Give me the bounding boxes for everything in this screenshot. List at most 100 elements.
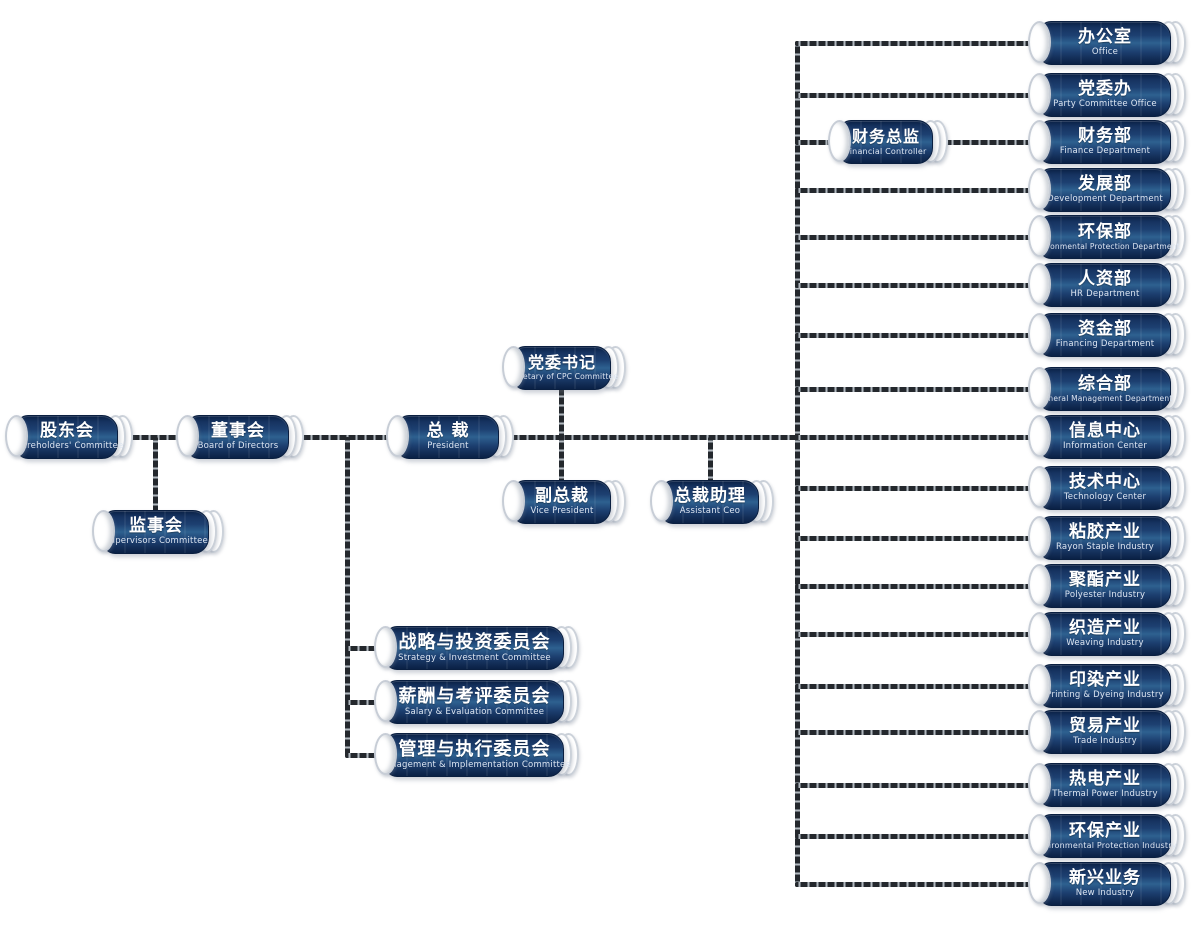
- pipe-cap-icon: [650, 480, 673, 522]
- connector-branch-information: [795, 435, 1032, 440]
- node-financial-controller: 财务总监 Financial Controller: [828, 120, 948, 164]
- node-label-zh: 薪酬与考评委员会: [398, 685, 551, 707]
- connector-branch-trade: [795, 730, 1032, 735]
- node-label-en: Party Committee Office: [1053, 98, 1157, 109]
- node-label-en: President: [427, 440, 469, 451]
- node-label-en: Board of Directors: [197, 440, 279, 451]
- node-label-en: Supervisors Committee: [104, 535, 208, 546]
- node-body: 管理与执行委员会 Management & Implementation Com…: [378, 733, 571, 777]
- node-thermal-power-industry: 热电产业 Thermal Power Industry: [1028, 763, 1186, 807]
- node-label-zh: 粘胶产业: [1069, 522, 1141, 543]
- node-label-zh: 热电产业: [1069, 769, 1141, 790]
- pipe-cap-icon: [1028, 710, 1051, 752]
- node-finance-department: 财务部 Finance Department: [1028, 120, 1186, 164]
- node-label-en: Weaving Industry: [1066, 637, 1144, 648]
- node-label-en: Salary & Evaluation Committee: [404, 706, 545, 717]
- node-label-en: Information Center: [1062, 440, 1148, 451]
- node-label-zh: 技术中心: [1069, 472, 1141, 493]
- node-body: 印染产业 Printing & Dyeing Industry: [1039, 664, 1171, 708]
- node-label-zh: 发展部: [1078, 174, 1132, 195]
- node-label-en: Printing & Dyeing Industry: [1046, 689, 1164, 700]
- node-cpc-secretary: 党委书记 Secretary of CPC Committee: [502, 346, 626, 390]
- connector-supervisors-drop: [153, 437, 158, 515]
- node-body: 副总裁 Vice President: [513, 480, 611, 524]
- node-body: 战略与投资委员会 Strategy & Investment Committee: [385, 626, 564, 670]
- connector-stub-strategy-committee: [345, 646, 387, 651]
- pipe-cap-icon: [502, 480, 525, 522]
- node-office: 办公室 Office: [1028, 21, 1186, 65]
- node-body: 技术中心 Technology Center: [1039, 466, 1171, 510]
- node-label-en: Technology Center: [1063, 491, 1147, 502]
- pipe-cap-icon: [1028, 664, 1051, 706]
- node-information-center: 信息中心 Information Center: [1028, 415, 1186, 459]
- node-body: 新兴业务 New Industry: [1039, 862, 1171, 906]
- node-shareholders-committee: 股东会 Shareholders' Committee: [5, 415, 133, 459]
- node-body: 人资部 HR Department: [1039, 263, 1171, 307]
- node-technology-center: 技术中心 Technology Center: [1028, 466, 1186, 510]
- pipe-cap-icon: [374, 733, 397, 775]
- node-body: 粘胶产业 Rayon Staple Industry: [1039, 516, 1171, 560]
- node-label-en: Office: [1091, 46, 1119, 57]
- node-financing-department: 资金部 Financing Department: [1028, 313, 1186, 357]
- node-strategy-investment-committee: 战略与投资委员会 Strategy & Investment Committee: [374, 626, 579, 670]
- node-body: 党委书记 Secretary of CPC Committee: [506, 346, 618, 390]
- node-trade-industry: 贸易产业 Trade Industry: [1028, 710, 1186, 754]
- node-development-department: 发展部 Development Department: [1028, 168, 1186, 212]
- node-environmental-protection-department: 环保部 Environmental Protection Department: [1028, 215, 1186, 259]
- connector-branch-general-mgmt: [795, 387, 1032, 392]
- node-body: 热电产业 Thermal Power Industry: [1039, 763, 1171, 807]
- pipe-cap-icon: [1028, 763, 1051, 805]
- pipe-cap-icon: [1028, 215, 1051, 257]
- pipe-cap-icon: [176, 415, 199, 457]
- node-label-zh: 管理与执行委员会: [398, 738, 551, 760]
- node-body: 综合部 General Management Department: [1038, 367, 1172, 411]
- node-management-implementation-committee: 管理与执行委员会 Management & Implementation Com…: [374, 733, 579, 777]
- node-label-zh: 总裁助理: [674, 486, 746, 507]
- connector-stub-salary-committee: [345, 700, 387, 705]
- node-hr-department: 人资部 HR Department: [1028, 263, 1186, 307]
- node-body: 信息中心 Information Center: [1039, 415, 1171, 459]
- node-label-en: Polyester Industry: [1064, 589, 1146, 600]
- node-label-en: Development Department: [1047, 193, 1163, 204]
- node-body: 薪酬与考评委员会 Salary & Evaluation Committee: [385, 680, 564, 724]
- node-president: 总 裁 President: [386, 415, 514, 459]
- pipe-cap-icon: [1028, 862, 1051, 904]
- node-body: 环保部 Environmental Protection Department: [1030, 215, 1180, 259]
- node-body: 办公室 Office: [1039, 21, 1171, 65]
- node-label-en: Assistant Ceo: [679, 505, 741, 516]
- connector-branch-env-industry: [795, 834, 1032, 839]
- node-label-en: Management & Implementation Committee: [378, 759, 571, 770]
- node-label-zh: 战略与投资委员会: [398, 631, 551, 653]
- pipe-cap-icon: [386, 415, 409, 457]
- node-label-zh: 股东会: [40, 421, 94, 442]
- pipe-cap-icon: [1028, 415, 1051, 457]
- node-label-en: Finance Department: [1059, 145, 1151, 156]
- connector-branch-new-industry: [795, 882, 1032, 887]
- node-label-en: Secretary of CPC Committee: [505, 371, 619, 381]
- connector-branch-technology: [795, 486, 1032, 491]
- node-label-zh: 监事会: [129, 516, 183, 537]
- node-label-zh: 资金部: [1078, 319, 1132, 340]
- connector-branch-printing: [795, 684, 1032, 689]
- node-label-en: Financing Department: [1055, 338, 1155, 349]
- connector-branch-polyester: [795, 584, 1032, 589]
- node-label-en: Trade Industry: [1073, 735, 1137, 746]
- node-body: 财务部 Finance Department: [1039, 120, 1171, 164]
- node-body: 总裁助理 Assistant Ceo: [661, 480, 759, 524]
- pipe-cap-icon: [374, 680, 397, 722]
- node-label-zh: 财务总监: [851, 127, 920, 147]
- node-label-zh: 副总裁: [535, 486, 589, 507]
- node-salary-evaluation-committee: 薪酬与考评委员会 Salary & Evaluation Committee: [374, 680, 579, 724]
- pipe-cap-icon: [1028, 612, 1051, 654]
- connector-branch-financing: [795, 333, 1032, 338]
- node-polyester-industry: 聚酯产业 Polyester Industry: [1028, 564, 1186, 608]
- node-body: 股东会 Shareholders' Committee: [11, 415, 123, 459]
- node-body: 党委办 Party Committee Office: [1039, 73, 1171, 117]
- node-body: 监事会 Supervisors Committee: [103, 510, 209, 554]
- pipe-cap-icon: [1028, 120, 1051, 162]
- connector-branch-hr: [795, 283, 1032, 288]
- node-label-en: HR Department: [1070, 288, 1140, 299]
- node-label-en: Financial Controller: [845, 146, 927, 156]
- node-label-zh: 贸易产业: [1069, 716, 1141, 737]
